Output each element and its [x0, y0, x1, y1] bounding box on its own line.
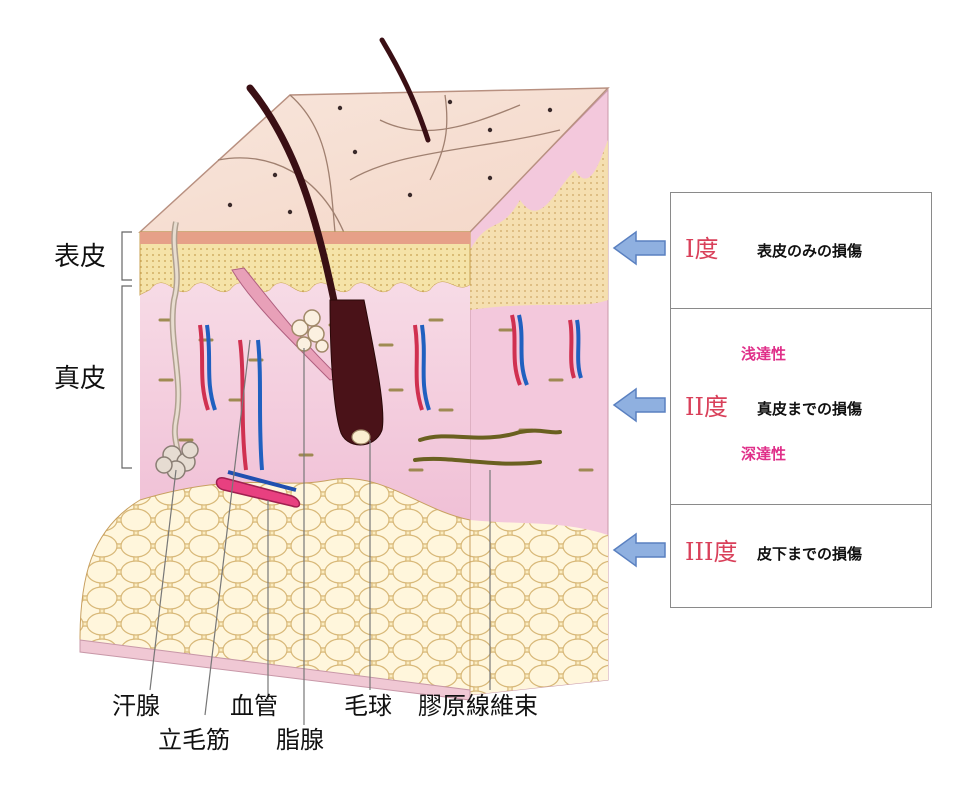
- arrow-second-degree: [612, 387, 666, 423]
- legend-row-third-degree: III度 皮下までの損傷: [671, 505, 931, 609]
- epidermis-label: 表皮: [54, 242, 107, 272]
- third-degree-label: III度: [685, 538, 738, 566]
- third-degree-description: 皮下までの損傷: [757, 545, 863, 563]
- hair-bulb-label: 毛球: [344, 692, 392, 720]
- legend-row-second-degree: 浅達性 II度 真皮までの損傷 深達性: [671, 309, 931, 505]
- dermis-block: [140, 281, 470, 520]
- arrow-first-degree: [612, 230, 666, 266]
- first-degree-description: 表皮のみの損傷: [757, 242, 863, 260]
- legend-row-first-degree: I度 表皮のみの損傷: [671, 193, 931, 309]
- epidermis-bracket: [121, 231, 132, 281]
- collagen-bundle-label: 膠原線維束: [418, 692, 538, 720]
- second-degree-label: II度: [685, 393, 728, 421]
- fat-layer: [79, 478, 471, 696]
- first-degree-label: I度: [685, 235, 719, 263]
- second-degree-description: 真皮までの損傷: [757, 400, 863, 418]
- dermis-bracket: [121, 285, 132, 469]
- deep-label: 深達性: [741, 445, 787, 463]
- blood-vessel-label: 血管: [230, 692, 278, 720]
- sweat-gland-label: 汗腺: [112, 692, 160, 720]
- superficial-label: 浅達性: [741, 345, 787, 363]
- dermis-label: 真皮: [54, 364, 107, 394]
- sebaceous-gland-label: 脂腺: [276, 726, 324, 754]
- arrector-pili-label: 立毛筋: [158, 726, 230, 754]
- arrow-third-degree: [612, 532, 666, 568]
- burn-degree-legend: I度 表皮のみの損傷 浅達性 II度 真皮までの損傷 深達性 III度 皮下まで…: [670, 192, 932, 608]
